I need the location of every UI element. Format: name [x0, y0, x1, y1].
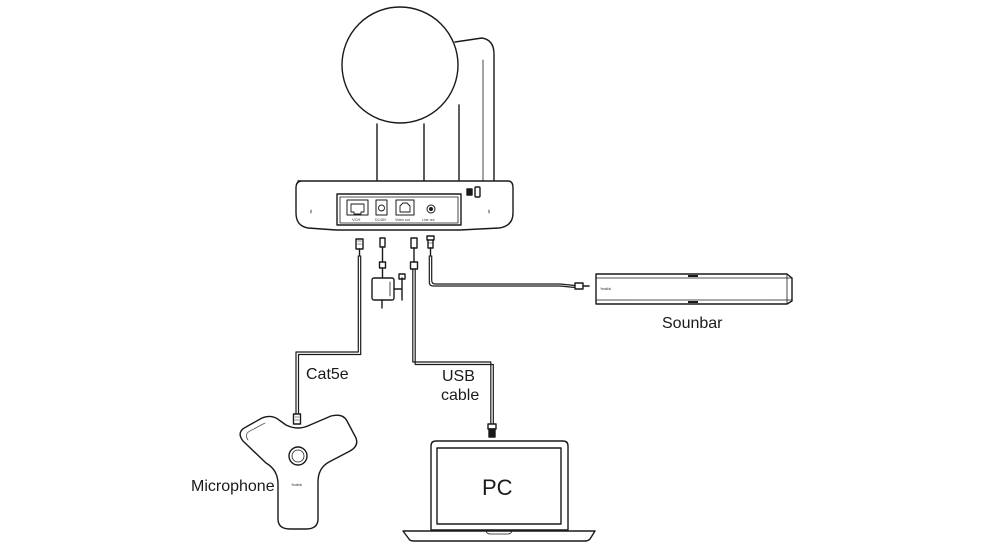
video-out-port: [395, 199, 415, 216]
mute-button: [288, 446, 308, 466]
camera-lens: [341, 6, 459, 124]
vch-port: [346, 199, 369, 216]
power-adapter: [371, 237, 406, 309]
soundbar: [595, 273, 793, 305]
line-out-port: [426, 204, 436, 214]
cat5e-label: Cat5e: [306, 366, 349, 383]
usb-cable: [409, 237, 497, 438]
pc-label: PC: [482, 475, 513, 500]
camera-arm: [454, 37, 495, 183]
port-label-vch: VCH: [352, 217, 361, 222]
port-panel: [336, 193, 462, 226]
microphone-brand: Yealink: [291, 483, 302, 487]
microphone-device: [239, 414, 358, 530]
port-label-dc48v: DC48V: [375, 218, 387, 222]
microphone-label: Microphone: [191, 478, 275, 495]
soundbar-brand: Yealink: [600, 287, 611, 291]
power-brick: [371, 277, 395, 301]
port-label-video-out: Video out: [395, 218, 410, 222]
dc48v-port: [375, 199, 388, 216]
camera: [295, 6, 514, 231]
cat5e-cable: [292, 238, 364, 425]
usb-cable-label-line1: USB: [442, 368, 475, 385]
laptop: [402, 440, 596, 542]
usb-cable-label-line2: cable: [441, 387, 480, 404]
port-label-line-out: Line out: [422, 218, 434, 222]
soundbar-label: Sounbar: [662, 315, 723, 332]
kensington-lock-icon: [466, 186, 481, 198]
audio-cable: [426, 235, 590, 290]
